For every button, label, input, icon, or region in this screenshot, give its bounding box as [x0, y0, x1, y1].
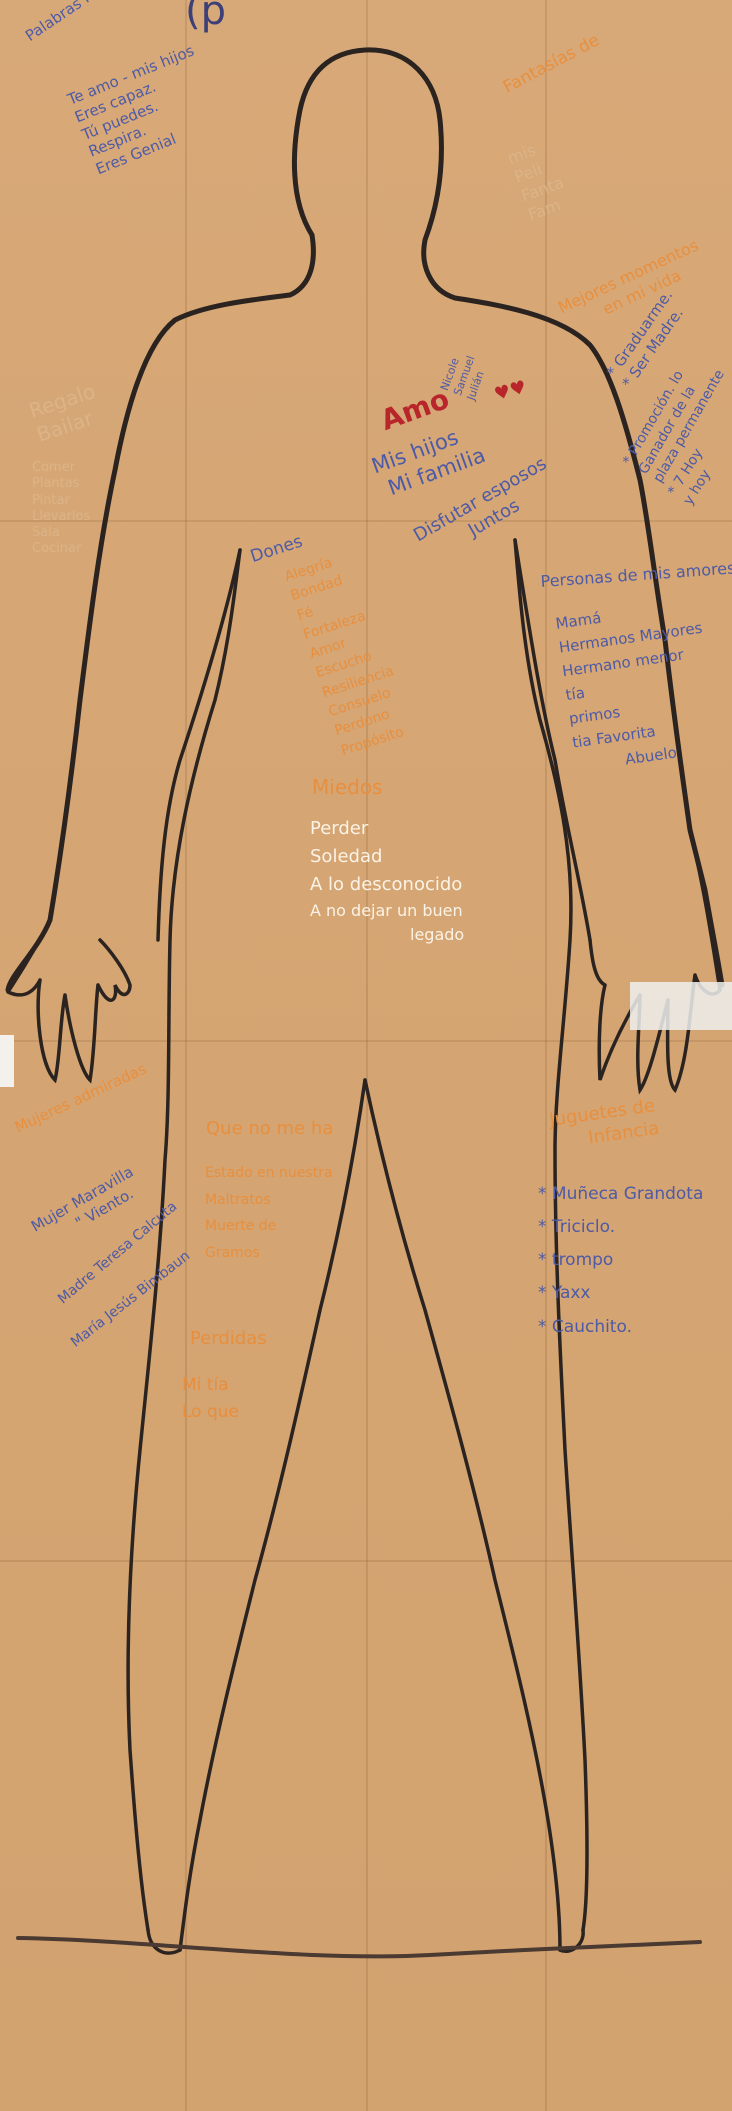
- perdidas-title: Perdidas: [190, 1328, 267, 1351]
- juguetes-line: * Triciclo.: [538, 1211, 703, 1244]
- que-no-line: Estado en nuestra: [205, 1160, 333, 1187]
- perdidas-line: Mi tía: [182, 1372, 239, 1399]
- right-hand-outline: [590, 830, 720, 1090]
- left-arm-line: Pintar: [32, 493, 90, 509]
- que-no-lines: Estado en nuestra Maltratos Muerte de Gr…: [205, 1160, 333, 1266]
- que-no-title: Que no me ha: [206, 1118, 333, 1141]
- left-inner-arm: [158, 550, 240, 940]
- left-hand-outline: [8, 920, 130, 1080]
- juguetes-line: * trompo: [538, 1244, 703, 1277]
- header-scribble: (p: [185, 0, 226, 36]
- miedos-line: Perder: [310, 815, 464, 843]
- left-arm-line: Sala: [32, 525, 90, 541]
- juguetes-line: * Cauchito.: [538, 1311, 703, 1344]
- left-arm-line: Llevarlos: [32, 509, 90, 525]
- juguetes-line: * Yaxx: [538, 1277, 703, 1310]
- left-arm-lines: Comer Plantas Pintar Llevarlos Sala Coci…: [32, 460, 90, 558]
- tape-patch: [630, 982, 732, 1030]
- miedos-line: Soledad: [310, 843, 464, 871]
- que-no-line: Gramos: [205, 1240, 333, 1267]
- left-arm-line: Plantas: [32, 476, 90, 492]
- que-no-line: Muerte de: [205, 1213, 333, 1240]
- juguetes-line: * Muñeca Grandota: [538, 1178, 703, 1211]
- miedos-line: legado: [310, 923, 464, 948]
- left-foot: [148, 1930, 180, 1953]
- miedos-title: Miedos: [312, 775, 382, 800]
- crotch-right: [365, 1080, 560, 1950]
- ground-line: [18, 1938, 700, 1956]
- miedos-line: A lo desconocido: [310, 871, 464, 899]
- miedos-lines: Perder Soledad A lo desconocido A no dej…: [310, 815, 464, 948]
- perdidas-line: Lo que: [182, 1399, 239, 1426]
- personas-lines: Mamá Hermanos Mayores Hermano menor tía …: [554, 592, 721, 778]
- tape-patch: [0, 1035, 14, 1087]
- miedos-line: A no dejar un buen: [310, 899, 464, 924]
- left-arm-line: Comer: [32, 460, 90, 476]
- perdidas-lines: Mi tía Lo que: [182, 1372, 239, 1426]
- que-no-line: Maltratos: [205, 1187, 333, 1214]
- juguetes-lines: * Muñeca Grandota * Triciclo. * trompo *…: [538, 1178, 703, 1344]
- left-arm-line: Cocinar: [32, 541, 90, 557]
